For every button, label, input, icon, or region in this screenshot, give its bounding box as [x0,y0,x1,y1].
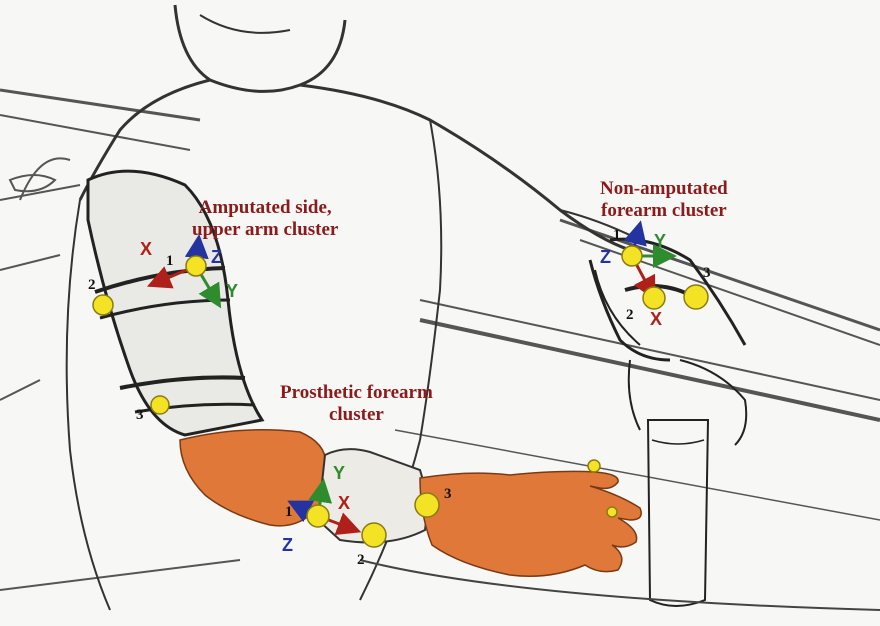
label-prosthetic-line2: cluster [280,404,433,426]
marker-prosthetic-3 [415,493,439,517]
marker-hand-b [607,507,617,517]
prosthesis [180,430,641,576]
marker-number-prosthetic-1: 1 [285,505,293,520]
marker-number-upper-1: 1 [166,254,174,269]
label-prosthetic-cluster: Prosthetic forearm cluster [280,382,433,426]
marker-number-forearm-1: 1 [613,228,621,243]
axis-x-forearm: X [650,310,662,328]
marker-forearm-1 [622,246,642,266]
marker-number-prosthetic-3: 3 [444,487,452,502]
marker-hand-a [588,460,600,472]
axis-z-upper: Z [211,248,222,266]
marker-number-forearm-2: 2 [626,308,634,323]
label-forearm-line2: forearm cluster [600,200,728,222]
label-upper-arm-cluster: Amputated side, upper arm cluster [192,197,338,241]
label-forearm-line1: Non-amputated [600,178,728,200]
marker-upper-3 [151,396,169,414]
label-upper-arm-line2: upper arm cluster [192,219,338,241]
axis-z-prosthetic: Z [282,536,293,554]
marker-forearm-3 [684,285,708,309]
marker-number-upper-2: 2 [88,278,96,293]
marker-upper-1 [186,256,206,276]
marker-number-prosthetic-2: 2 [357,553,365,568]
label-forearm-cluster: Non-amputated forearm cluster [600,178,728,222]
marker-upper-2 [93,295,113,315]
axis-y-upper: Y [226,282,238,300]
marker-prosthetic-2 [362,523,386,547]
axis-x-upper: X [140,240,152,258]
marker-number-upper-3: 3 [136,408,144,423]
axis-x-prosthetic: X [338,494,350,512]
axis-y-prosthetic: Y [333,464,345,482]
axis-y-forearm: Y [654,232,666,250]
marker-prosthetic-1 [307,505,329,527]
label-upper-arm-line1: Amputated side, [192,197,338,219]
marker-number-forearm-3: 3 [703,266,711,281]
marker-forearm-2 [643,287,665,309]
label-prosthetic-line1: Prosthetic forearm [280,382,433,404]
axis-z-forearm: Z [600,248,611,266]
